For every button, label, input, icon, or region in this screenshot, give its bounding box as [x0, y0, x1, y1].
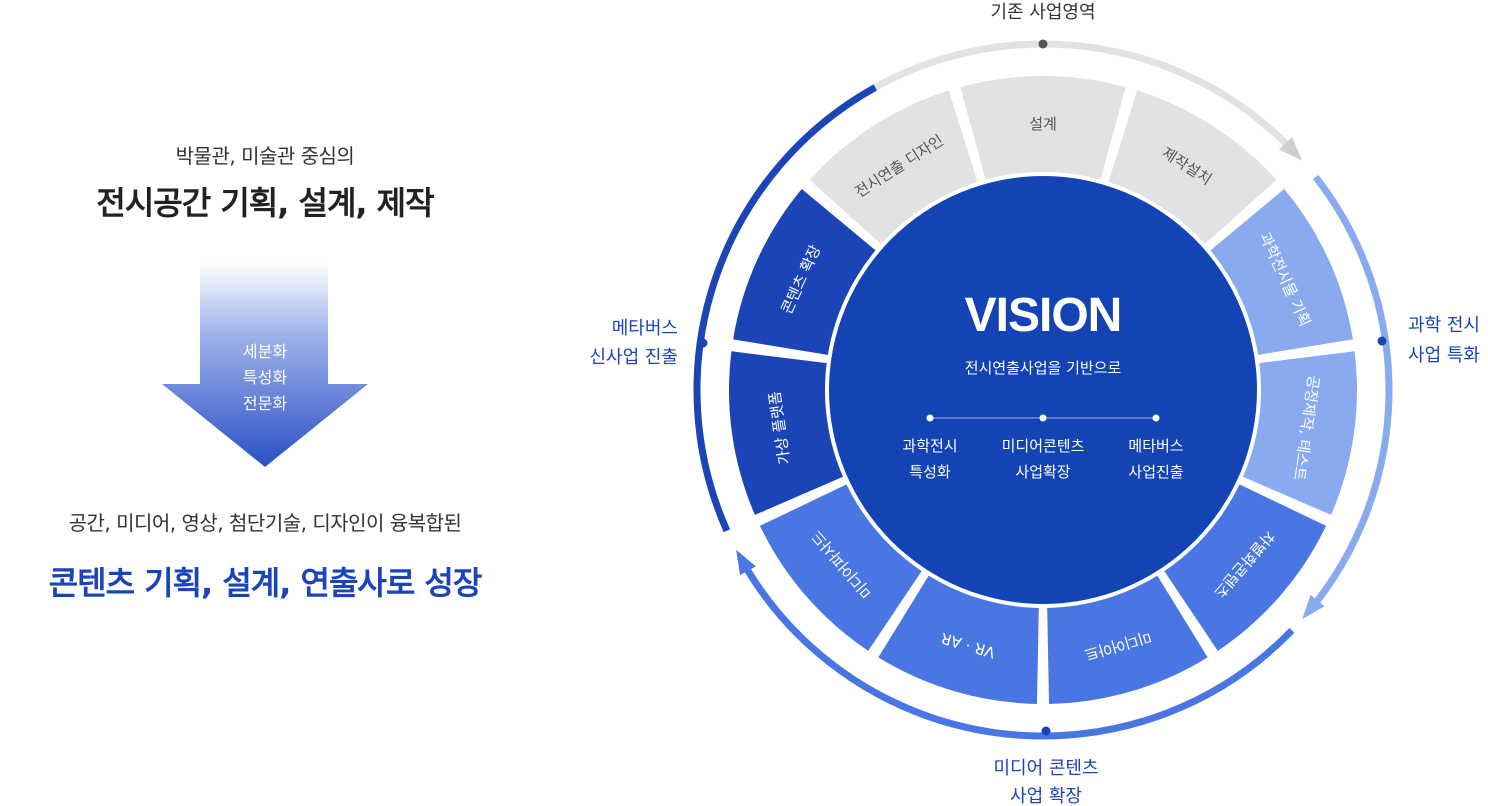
vision-point-2-line1: 미디어콘텐츠 — [1002, 437, 1085, 455]
arrow-line-2: 특성화 — [242, 368, 288, 387]
vision-point-dot-2 — [1039, 414, 1047, 422]
ring-segment — [809, 90, 978, 245]
subtitle-top: 박물관, 미술관 중심의 — [175, 144, 355, 168]
vision-point-1-line1: 과학전시 — [902, 437, 957, 455]
ring-segment — [960, 76, 1126, 180]
ring-segment-label: 설계 — [1029, 115, 1057, 133]
ring-segment — [1164, 484, 1327, 651]
outer-label-left-1: 메타버스 — [612, 318, 678, 339]
outer-label-right-1: 과학 전시 — [1408, 315, 1480, 336]
vision-subtitle: 전시연출사업을 기반으로 — [965, 359, 1122, 377]
ring-segment — [729, 351, 843, 515]
outer-label-right-2: 사업 특화 — [1408, 345, 1480, 366]
ring-segment — [759, 484, 922, 651]
arrowhead-media-icon — [736, 549, 756, 576]
vision-point-2-line2: 사업확장 — [1015, 463, 1070, 481]
vision-point-3-line1: 메타버스 — [1128, 437, 1183, 455]
outer-dot-bottom — [1041, 726, 1051, 736]
vision-point-dot-1 — [926, 414, 934, 422]
ring-segment — [733, 188, 876, 355]
vision-point-dot-3 — [1152, 414, 1160, 422]
arrow-line-3: 전문화 — [242, 394, 288, 413]
down-arrow-icon — [162, 262, 368, 467]
outer-label-bottom-1: 미디어 콘텐츠 — [993, 758, 1098, 779]
arrowhead-existing-icon — [1278, 137, 1303, 161]
title-top: 전시공간 기획, 설계, 제작 — [96, 184, 434, 222]
outer-dot-left — [698, 338, 708, 348]
ring-segment — [1047, 575, 1208, 704]
subtitle-bottom: 공간, 미디어, 영상, 첨단기술, 디자인이 융복합된 — [68, 511, 462, 535]
outer-label-left-2: 신사업 진출 — [589, 347, 678, 368]
outer-label-top: 기존 사업영역 — [990, 2, 1095, 23]
outer-arc-science — [1305, 174, 1393, 615]
vision-center-circle — [829, 176, 1257, 604]
vision-point-3-line2: 사업진출 — [1128, 463, 1183, 481]
outer-label-bottom-2: 사업 확장 — [1010, 786, 1082, 806]
ring-segment — [1108, 90, 1277, 245]
ring-segment — [1210, 188, 1353, 355]
title-bottom: 콘텐츠 기획, 설계, 연출사로 성장 — [48, 564, 483, 602]
ring-segment — [1243, 351, 1357, 515]
outer-dot-right — [1377, 336, 1387, 346]
outer-dot-top — [1038, 39, 1048, 49]
vision-point-1-line2: 특성화 — [909, 463, 951, 481]
vision-title: VISION — [965, 289, 1122, 342]
left-panel: 박물관, 미술관 중심의 전시공간 기획, 설계, 제작 세분화 특성화 전문화… — [0, 0, 530, 806]
outer-arcs — [693, 40, 1393, 740]
outer-arc-media — [737, 556, 1295, 740]
arrow-line-1: 세분화 — [242, 342, 288, 361]
outer-arc-metaverse — [693, 84, 877, 533]
ring-segment — [878, 575, 1039, 704]
arrowhead-science-icon — [1302, 594, 1325, 620]
